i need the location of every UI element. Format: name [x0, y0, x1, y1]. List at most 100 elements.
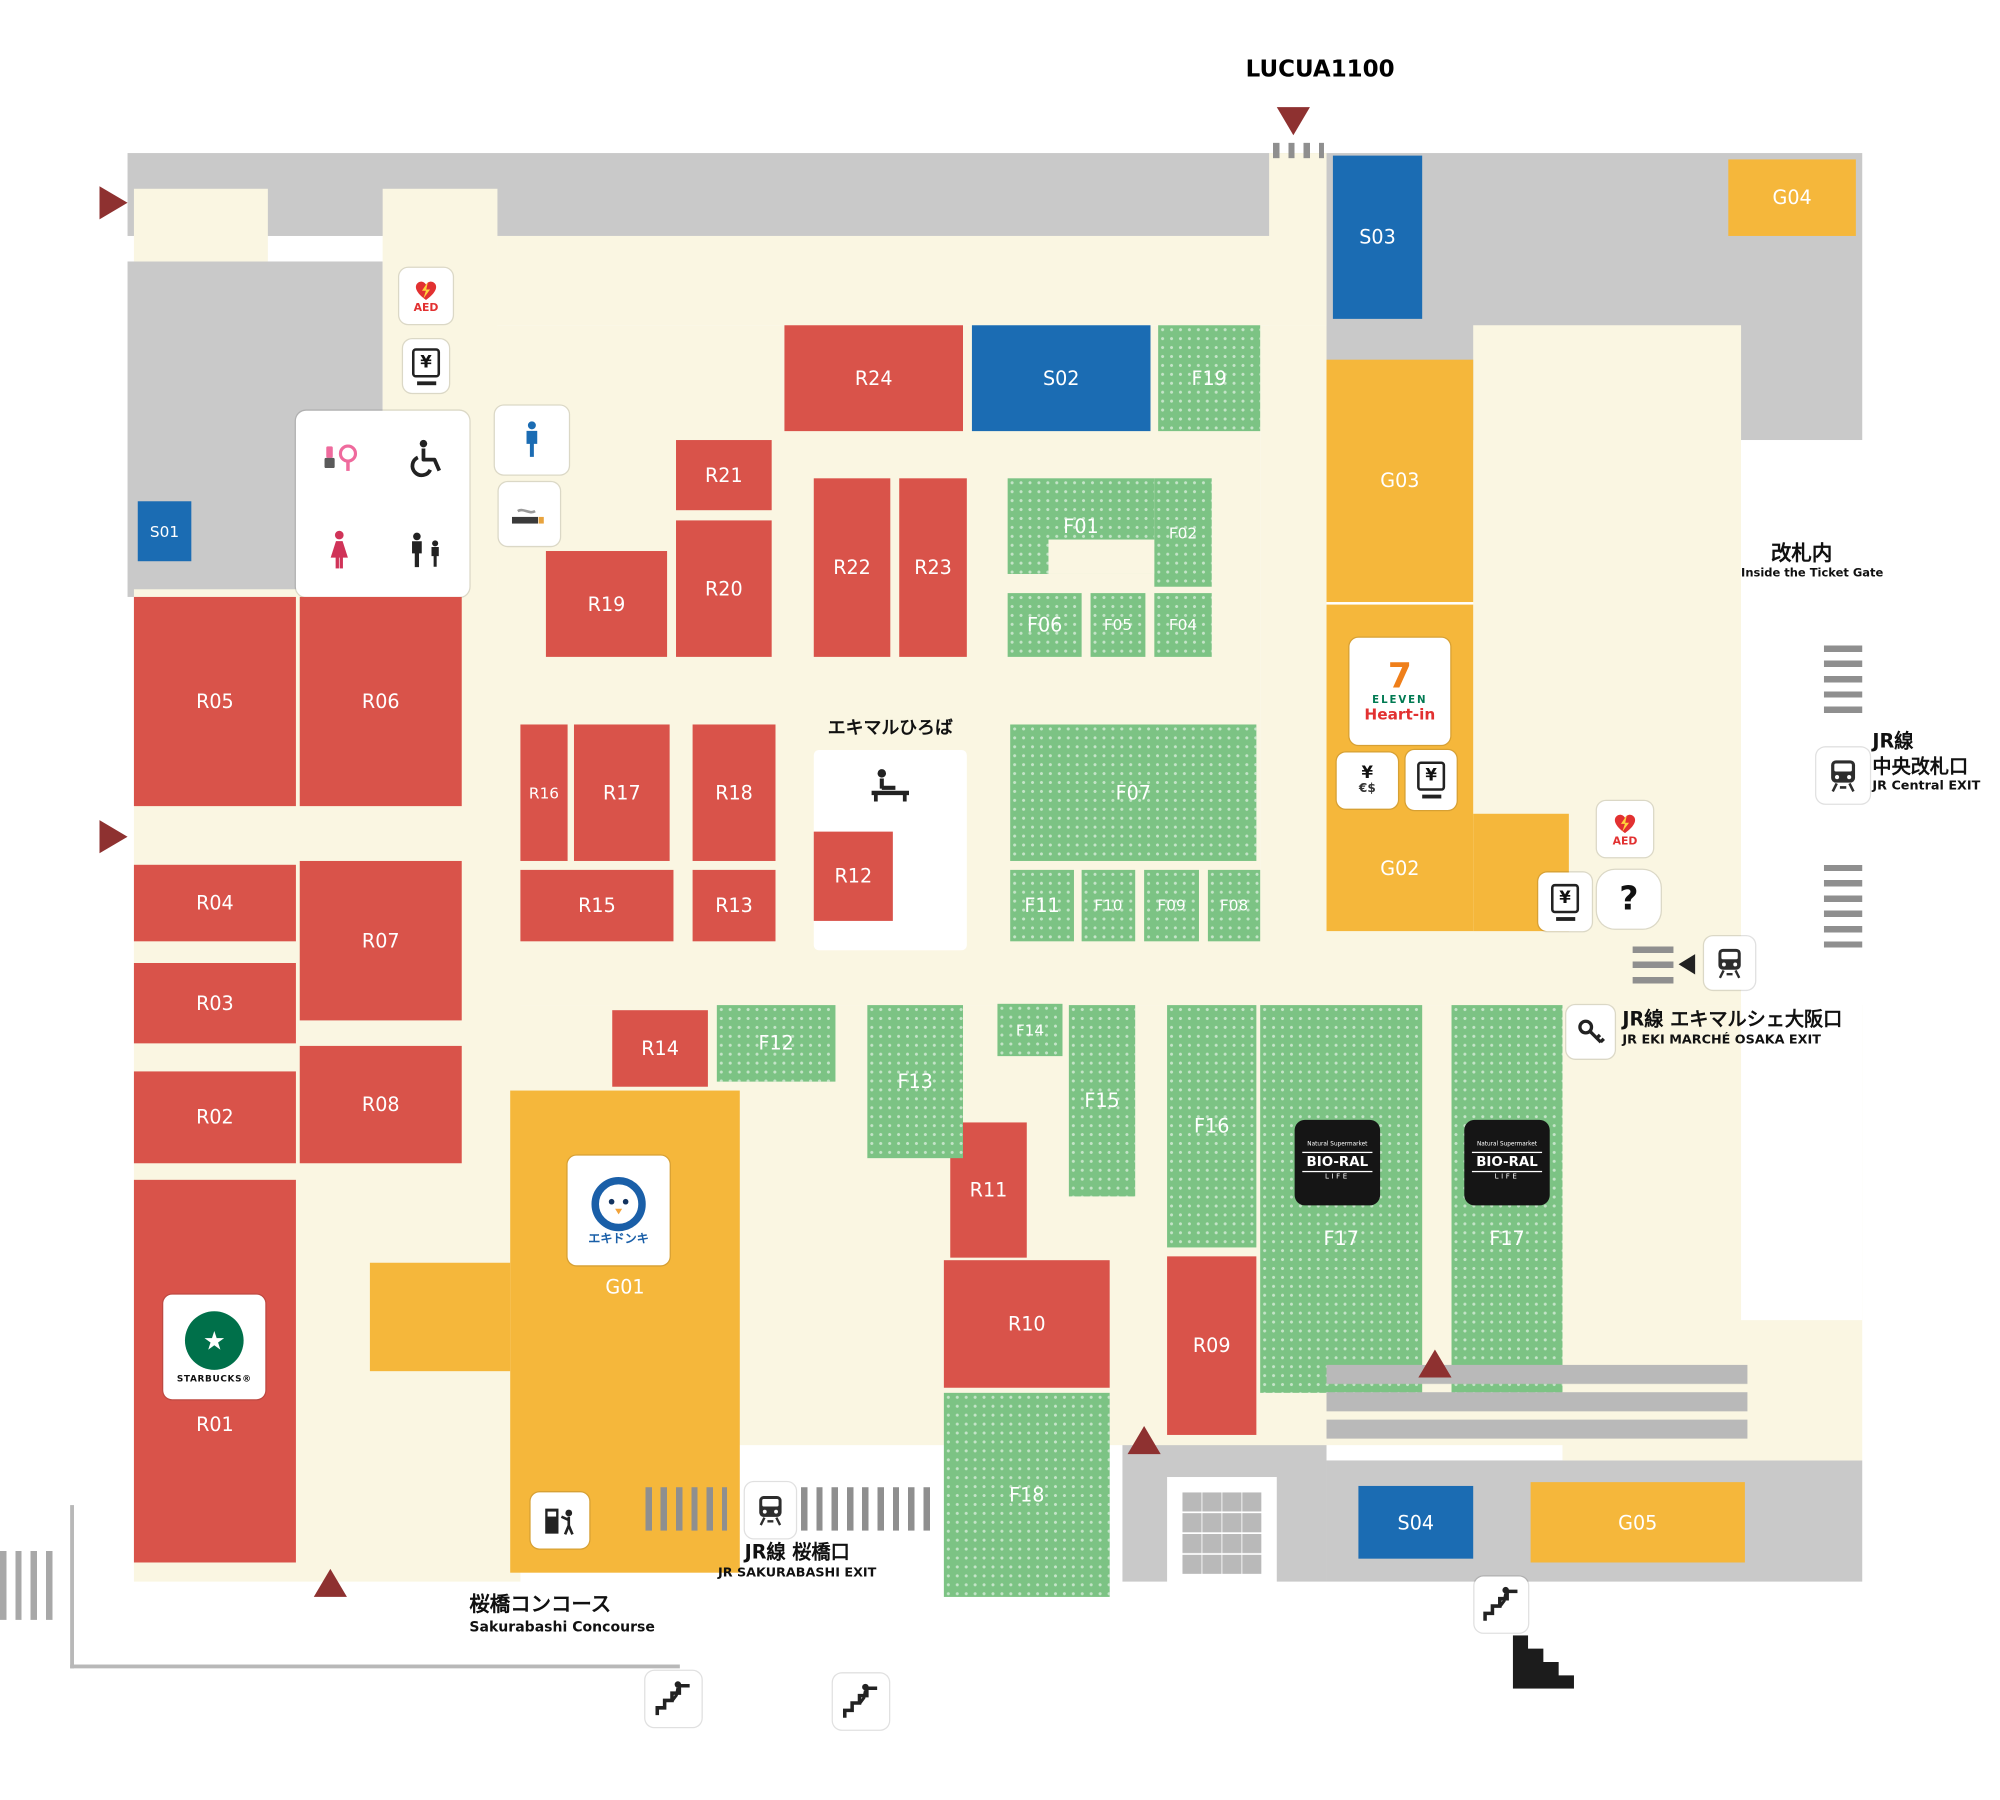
ticket-gate-lucua [1272, 142, 1324, 159]
bioral-logo: Natural Supermarket BIO-RAL LIFE [1294, 1119, 1381, 1206]
train-icon [744, 1482, 796, 1539]
ekidonki-penguin-icon [591, 1176, 646, 1231]
stairs-structure-left [0, 1551, 59, 1620]
entrance-arrow-west [99, 820, 128, 854]
unit-R06[interactable]: R06 [299, 596, 462, 807]
unit-R02[interactable]: R02 [133, 1071, 296, 1164]
bioral-logo: Natural Supermarket BIO-RAL LIFE [1464, 1119, 1550, 1206]
unit-R03[interactable]: R03 [133, 963, 296, 1044]
unit-R24[interactable]: R24 [784, 325, 964, 432]
unit-R20[interactable]: R20 [676, 520, 772, 657]
womens-restroom-icon [296, 504, 383, 597]
entrance-arrow-topleft [99, 186, 128, 220]
unit-S02[interactable]: S02 [971, 325, 1151, 432]
entrance-arrow-south [1127, 1426, 1161, 1455]
starbucks-logo: ★ STARBUCKS® [163, 1294, 266, 1400]
unit-S03[interactable]: S03 [1332, 155, 1423, 319]
unit-R22[interactable]: R22 [813, 478, 891, 657]
inside-gate-label: 改札内 Inside the Ticket Gate [1741, 540, 1884, 581]
unit-F16[interactable]: F16 [1167, 1005, 1257, 1248]
family-restroom-icon [383, 504, 470, 597]
restroom-box [295, 410, 470, 597]
unit-R10[interactable]: R10 [943, 1260, 1110, 1388]
unit-R07[interactable]: R07 [299, 860, 462, 1021]
atm-icon: ¥ [403, 339, 449, 393]
rest-area-icon [857, 757, 924, 812]
zone-building-top [127, 153, 1327, 236]
entrance-arrow-southwest [313, 1568, 347, 1597]
unit-F14[interactable]: F14 [997, 1003, 1063, 1057]
unit-R05[interactable]: R05 [133, 596, 296, 807]
unit-S04[interactable]: S04 [1358, 1485, 1474, 1559]
direction-arrow-to-train [1678, 954, 1696, 975]
aed-icon: AED [1596, 801, 1654, 858]
unit-R15[interactable]: R15 [520, 869, 674, 942]
unit-F07[interactable]: F07 [1010, 724, 1257, 861]
aed-icon: AED [399, 267, 453, 324]
information-icon: ? [1596, 869, 1661, 929]
plaza-label: エキマルひろば [827, 718, 953, 739]
currency-exchange-icon: ¥ €$ [1336, 752, 1398, 809]
bench-grid [1326, 1364, 1748, 1439]
ticket-gate-sakurabashi-right [801, 1487, 934, 1531]
unit-R16[interactable]: R16 [520, 724, 568, 861]
central-exit-label: JR線 中央改札口 JR Central EXIT [1872, 729, 1981, 794]
unit-F18[interactable]: F18 [943, 1392, 1110, 1597]
unit-R17[interactable]: R17 [573, 724, 670, 861]
walkway-lucua [1269, 153, 1327, 326]
smoking-area-icon [498, 482, 560, 546]
unit-R09[interactable]: R09 [1167, 1256, 1257, 1435]
unit-F10[interactable]: F10 [1081, 869, 1136, 942]
unit-R11[interactable]: R11 [950, 1122, 1027, 1258]
unit-R14[interactable]: R14 [612, 1010, 708, 1087]
unit-R19[interactable]: R19 [545, 551, 668, 657]
walkway-top [497, 235, 1327, 326]
unit-R18[interactable]: R18 [692, 724, 776, 861]
unit-G05[interactable]: G05 [1530, 1482, 1745, 1563]
starbucks-siren-icon: ★ [184, 1310, 244, 1370]
unit-F15[interactable]: F15 [1068, 1005, 1136, 1197]
walkway-rightcol [1260, 325, 1327, 942]
unit-R21[interactable]: R21 [676, 440, 772, 511]
unit-R08[interactable]: R08 [299, 1045, 462, 1164]
lucua-label: LUCUA1100 [1245, 56, 1395, 83]
unit-R13[interactable]: R13 [692, 869, 776, 942]
unit-R04[interactable]: R04 [133, 864, 296, 942]
unit-F12[interactable]: F12 [716, 1005, 836, 1082]
unit-G01-ext[interactable] [369, 1262, 511, 1372]
unit-G03[interactable]: G03 [1326, 359, 1474, 603]
mens-restroom-icon [494, 405, 569, 475]
ekidonki-logo: エキドンキ [567, 1155, 670, 1266]
unit-F02[interactable]: F02 [1154, 478, 1212, 587]
sakurabashi-exit-label: JR線 桜橋口 JR SAKURABASHI EXIT [717, 1540, 877, 1580]
atm-icon: ¥ [1405, 749, 1457, 810]
unit-F09[interactable]: F09 [1144, 869, 1199, 942]
train-icon [1704, 936, 1756, 990]
ticket-gate-marche [1632, 946, 1674, 988]
unit-F04[interactable]: F04 [1154, 593, 1212, 657]
unit-R23[interactable]: R23 [899, 478, 967, 657]
unit-F11[interactable]: F11 [1010, 869, 1074, 942]
walkway-entrance-topleft [133, 188, 268, 262]
unit-F13[interactable]: F13 [867, 1005, 964, 1159]
unit-G04[interactable]: G04 [1728, 159, 1856, 236]
unit-F19[interactable]: F19 [1158, 325, 1261, 432]
unit-F06[interactable]: F06 [1007, 593, 1082, 657]
unit-F05[interactable]: F05 [1090, 593, 1146, 657]
ticket-machine-icon [530, 1492, 590, 1549]
f01-cutout [1048, 539, 1155, 574]
unit-R12[interactable]: R12 [813, 831, 893, 921]
unit-S01[interactable]: S01 [137, 501, 192, 562]
stairs-icon [832, 1673, 890, 1730]
wheelchair-icon [383, 411, 470, 504]
concourse-label: 桜橋コンコース Sakurabashi Concourse [469, 1591, 655, 1635]
ticket-gate-central-south [1823, 864, 1863, 949]
service-area-box [1167, 1477, 1277, 1590]
entrance-arrow-lucua [1276, 107, 1310, 136]
powder-room-icon [296, 411, 383, 504]
coin-locker-icon [1566, 1005, 1615, 1059]
seven-eleven-logo: 7 ELEVEN Heart-in [1349, 637, 1451, 745]
stairs-icon [645, 1670, 702, 1728]
unit-F08[interactable]: F08 [1207, 869, 1261, 942]
